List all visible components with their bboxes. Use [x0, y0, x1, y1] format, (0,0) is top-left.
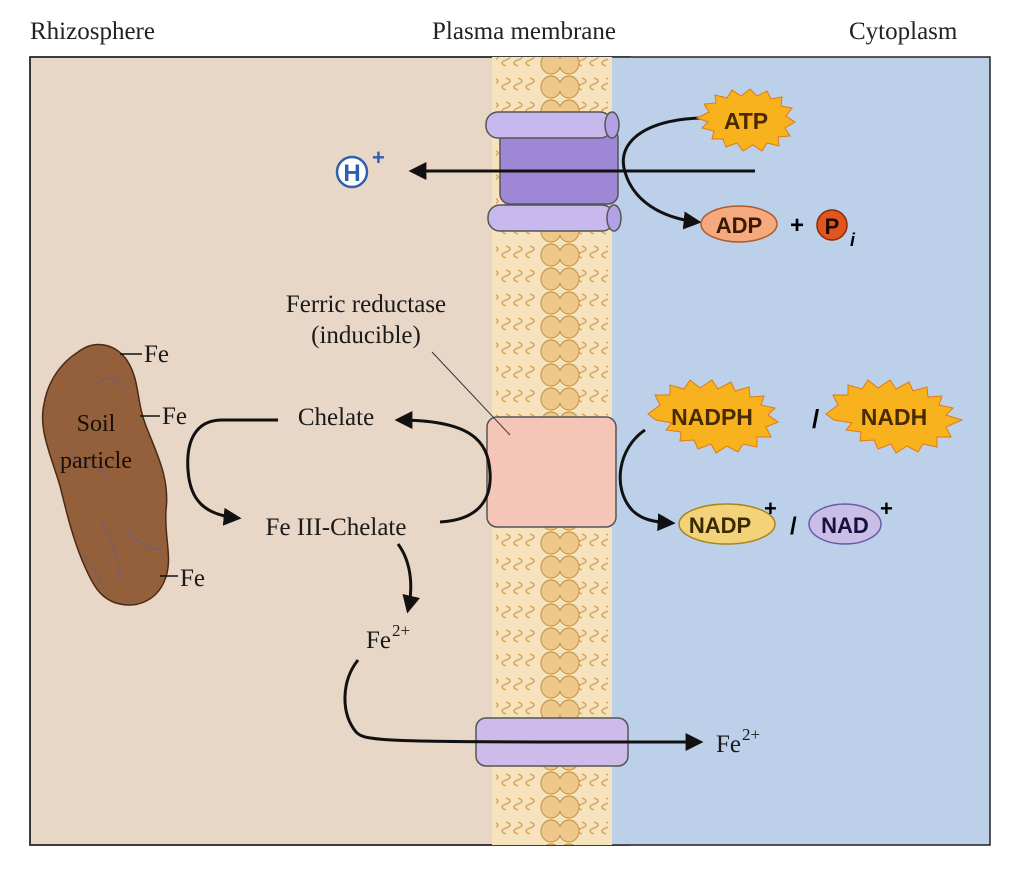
- nadp-label: NADP: [689, 513, 751, 538]
- phosphate-subscript: i: [850, 230, 856, 250]
- cytoplasm-header: Cytoplasm: [849, 18, 958, 45]
- nadph-nadh-slash: /: [812, 404, 819, 434]
- ferric-reductase-subtitle: (inducible): [311, 322, 421, 349]
- nadp-oval: NADP +: [678, 496, 777, 545]
- nadph-label: NADPH: [671, 404, 753, 430]
- adp-label: ADP: [716, 213, 762, 238]
- reductase-leader-line: [431, 351, 511, 436]
- proton-label: H: [343, 160, 360, 187]
- ferric-reductase-protein: [486, 416, 617, 528]
- reduction-arrow: [394, 411, 492, 524]
- rhizosphere-header: Rhizosphere: [30, 18, 155, 45]
- proton-pump: [485, 111, 622, 232]
- soil-label-line1: Soil: [77, 411, 116, 437]
- fe-label-middle: Fe: [162, 403, 187, 430]
- atp-burst: ATP: [695, 88, 796, 152]
- fe2-outside-label: Fe: [366, 627, 391, 654]
- nad-label: NAD: [821, 513, 869, 538]
- fe3-chelate-label: Fe III-Chelate: [266, 514, 407, 541]
- proton-charge: +: [372, 145, 385, 170]
- fe2-inside-charge: 2+: [742, 725, 760, 744]
- nadph-burst: NADPH: [647, 379, 780, 454]
- fe-label-top: Fe: [144, 341, 169, 368]
- nad-charge: +: [880, 496, 893, 521]
- phosphate-label: P: [825, 214, 840, 239]
- nadh-label: NADH: [861, 404, 927, 430]
- fe2-release-arrow: [396, 543, 421, 614]
- atp-hydrolysis-arrow: [621, 116, 706, 230]
- proton-icon: H +: [335, 145, 385, 189]
- fe2-import-arrow: [343, 659, 704, 751]
- chelate-label: Chelate: [298, 404, 374, 431]
- adp-plus: +: [790, 212, 804, 239]
- adp-oval: ADP: [700, 205, 778, 243]
- nadph-oxidation-arrow: [618, 428, 676, 532]
- phosphate-icon: P i: [816, 209, 856, 250]
- chelation-arrow: [186, 418, 278, 526]
- fe-label-bottom: Fe: [180, 565, 205, 592]
- soil-particle: Soil particle: [41, 343, 170, 606]
- nadp-nad-slash: /: [790, 513, 797, 540]
- soil-label-line2: particle: [60, 448, 132, 474]
- fe2-inside-label: Fe: [716, 731, 741, 758]
- plasma-membrane-header: Plasma membrane: [432, 18, 616, 45]
- nadh-burst: NADH: [825, 379, 964, 454]
- ferric-reductase-title: Ferric reductase: [286, 291, 446, 318]
- atp-label: ATP: [724, 108, 768, 134]
- fe2-outside-charge: 2+: [392, 621, 410, 640]
- nadp-charge: +: [764, 496, 777, 521]
- nad-oval: NAD +: [808, 496, 893, 545]
